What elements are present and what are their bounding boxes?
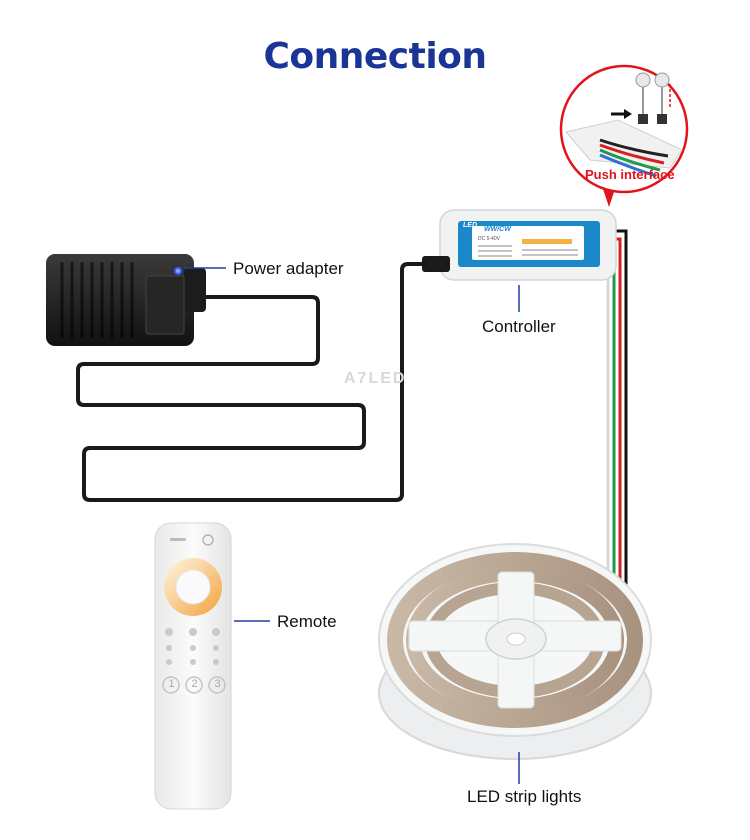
controller-brand-text: LED <box>463 222 477 229</box>
led-strip-reel-image <box>378 543 652 784</box>
remote-button-1: 1 <box>168 678 175 690</box>
controller-model-text: WW/CW <box>484 226 511 233</box>
remote-button-2: 2 <box>191 678 198 690</box>
push-interface-inset <box>559 64 689 207</box>
controller-image <box>422 209 617 312</box>
strip-wires <box>606 229 628 590</box>
power-adapter-label: Power adapter <box>233 259 344 278</box>
remote-button-3: 3 <box>214 678 221 690</box>
power-adapter-image <box>46 254 206 346</box>
controller-label: Controller <box>482 317 556 336</box>
remote-image <box>154 522 270 810</box>
remote-label: Remote <box>277 612 337 631</box>
controller-voltage-text: DC 5-40V <box>478 236 500 242</box>
led-strip-label: LED strip lights <box>467 787 582 806</box>
power-cable <box>76 262 446 502</box>
page-title: Connection <box>263 36 487 77</box>
watermark-logo: A7LED <box>344 370 407 387</box>
push-interface-label: Push interface <box>585 167 675 182</box>
